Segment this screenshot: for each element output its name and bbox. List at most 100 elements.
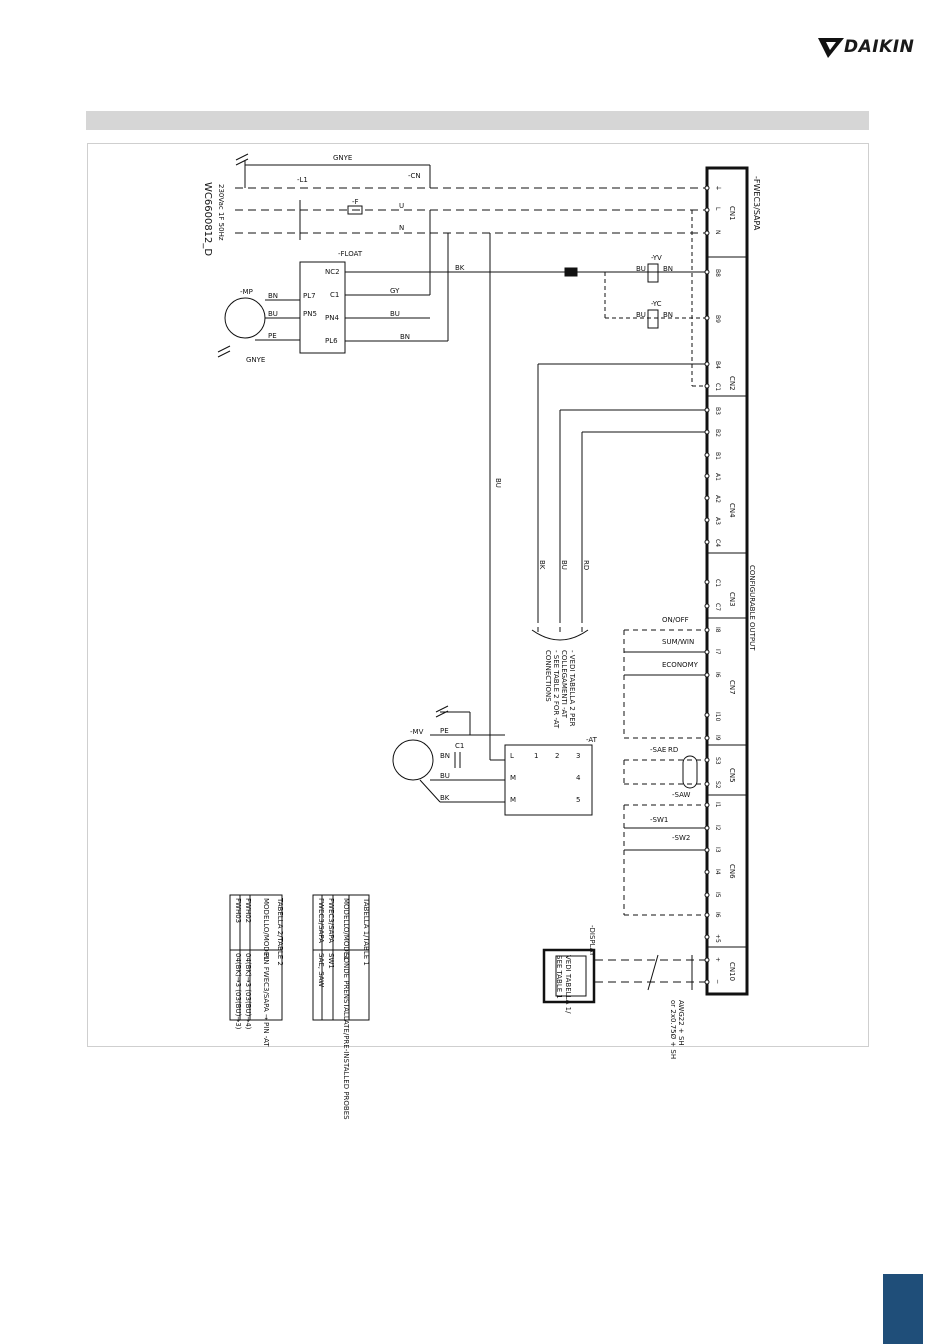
pin-label-cn1-2: N — [714, 230, 721, 235]
terminal-cn1-0 — [704, 185, 710, 191]
terminal-block-label: -AT — [586, 736, 598, 744]
display-note-2: SEE TABLE 1 — [555, 955, 563, 999]
table2-row1-model: FWH02 — [244, 898, 252, 923]
valve-yc-wire-bu: BU — [636, 311, 646, 319]
pin-label-cn6-6: +5 — [714, 934, 721, 943]
remote-note-1: - VEDI TABELLA 2 PER — [568, 650, 576, 727]
at-term-l: L — [510, 752, 514, 760]
terminal-cn5-1 — [704, 781, 710, 787]
table2-title: TABELLA 2/TABLE 2 — [276, 897, 284, 966]
diagram-frame — [87, 143, 869, 1047]
sensor-sw1: -SW1 — [650, 816, 668, 824]
pump-wire-bu: BU — [268, 310, 278, 318]
at-term-m2: M — [510, 796, 516, 804]
input-economy: ECONOMY — [662, 661, 699, 669]
pin-label-cn10-0: + — [714, 957, 721, 962]
terminal-cn7-3 — [704, 712, 710, 718]
remote-wire-bk: BK — [538, 560, 546, 570]
pump-pin-pl7: PL7 — [303, 292, 316, 300]
valve-yv-label: -YV — [651, 254, 662, 262]
terminal-cn2-2 — [704, 361, 710, 367]
pin-label-cn7-2: I6 — [714, 672, 721, 678]
terminal-cn7-0 — [704, 627, 710, 633]
terminal-cn7-4 — [704, 735, 710, 741]
fan-wire-bk: BK — [440, 794, 450, 802]
earth-wire-label: GNYE — [333, 154, 352, 162]
terminal-cn4-5 — [704, 517, 710, 523]
terminal-cn6-4 — [704, 892, 710, 898]
terminal-cn2-0 — [704, 269, 710, 275]
terminal-cn7-2 — [704, 672, 710, 678]
pin-label-cn4-1: B2 — [714, 429, 721, 437]
terminal-cn4-4 — [704, 495, 710, 501]
terminal-cn6-0 — [704, 802, 710, 808]
at-term-5: 5 — [576, 796, 580, 804]
drawing-code: WC6600812_D — [202, 182, 213, 256]
pin-label-cn10-1: − — [714, 979, 721, 984]
pin-label-cn4-0: B3 — [714, 407, 721, 415]
terminal-cn6-5 — [704, 912, 710, 918]
table2-header-pins: PIN FWEC3/SAPA → PIN -AT — [262, 953, 270, 1047]
main-switch-label: -L1 — [297, 176, 308, 184]
daikin-triangle-icon — [818, 38, 844, 58]
display-note-1: VEDI TABELLA 1/ — [564, 955, 572, 1014]
pin-label-cn5-0: S3 — [714, 757, 721, 765]
pump-pin-pn5: PN5 — [303, 310, 317, 318]
at-term-4: 4 — [576, 774, 581, 782]
pin-label-cn1-1: L — [714, 207, 721, 211]
pin-label-cn4-5: A3 — [714, 517, 721, 525]
fan-capacitor: C1 — [455, 742, 464, 750]
terminal-cn3-1 — [704, 603, 710, 609]
pin-label-cn7-0: I8 — [714, 627, 721, 633]
cable-note-2: or 2x0.75Ø + SH — [669, 1000, 677, 1059]
pump-wire-bn: BN — [268, 292, 278, 300]
cn5-label: CN5 — [728, 768, 736, 783]
brand-logo — [818, 36, 928, 60]
terminal-cn7-1 — [704, 649, 710, 655]
pin-label-cn4-4: A2 — [714, 495, 721, 503]
remote-note-3: - SEE TABLE 2 FOR -AT — [552, 650, 560, 729]
cn10-label: CN10 — [728, 962, 736, 981]
power-supply-spec: 230Vac 1F 50Hz — [217, 184, 225, 241]
fan-motor-label: -MV — [410, 728, 424, 736]
pin-label-cn4-2: B1 — [714, 452, 721, 460]
pin-label-cn6-0: I1 — [714, 802, 721, 808]
float-wire-gy: GY — [390, 287, 400, 295]
board-outline — [705, 166, 749, 996]
float-pin-c1: C1 — [330, 291, 339, 299]
at-term-3: 3 — [576, 752, 580, 760]
input-sum-win: SUM/WIN — [662, 638, 694, 646]
pin-label-cn3-1: C7 — [714, 603, 721, 611]
remote-wire-bu: BU — [560, 560, 568, 570]
valve-yv-wire-bu: BU — [636, 265, 646, 273]
table1-row1-model: FWEC3/SAPA — [327, 898, 335, 943]
terminal-cn4-6 — [704, 539, 710, 545]
float-wire-bu: BU — [390, 310, 400, 318]
cn2-label: CN2 — [728, 376, 736, 391]
table2-row2-model: FWH03 — [234, 898, 242, 923]
fan-wire-bu: BU — [440, 772, 450, 780]
sensor-rd: RD — [668, 746, 678, 754]
table1-header-probes: SONDE PRENSTALLATE/PRE-INSTALLED PROBES — [342, 953, 350, 1120]
board-name: -FWEC3/SAPA — [752, 176, 761, 231]
terminal-cn2-1 — [704, 315, 710, 321]
table2-row2-pins: 04(BK)→3 (03(BU)→3) — [234, 953, 242, 1030]
valve-yc-label: -YC — [651, 300, 662, 308]
float-pin-pn4: PN4 — [325, 314, 339, 322]
cn7-label: CN7 — [728, 680, 736, 695]
pump-wire-pe: PE — [268, 332, 277, 340]
table2-header-model: MODELLO/MODEL — [262, 898, 270, 960]
pin-label-cn4-3: A1 — [714, 473, 721, 481]
pin-label-cn6-4: I5 — [714, 892, 721, 898]
sensor-sae: -SAE — [650, 746, 666, 754]
terminal-cn1-1 — [704, 207, 710, 213]
terminal-cn6-1 — [704, 825, 710, 831]
valve-yc-wire-bn: BN — [663, 311, 673, 319]
pin-label-cn7-1: I7 — [714, 649, 721, 655]
configurable-output-label: CONFIGURABLE OUTPUT — [748, 565, 756, 651]
pin-label-cn3-0: C1 — [714, 579, 721, 587]
earth-connector-label: -CN — [408, 172, 421, 180]
cn1-label: CN1 — [728, 206, 736, 221]
at-term-2: 2 — [555, 752, 559, 760]
neutral-wire-label: BU — [494, 478, 502, 488]
